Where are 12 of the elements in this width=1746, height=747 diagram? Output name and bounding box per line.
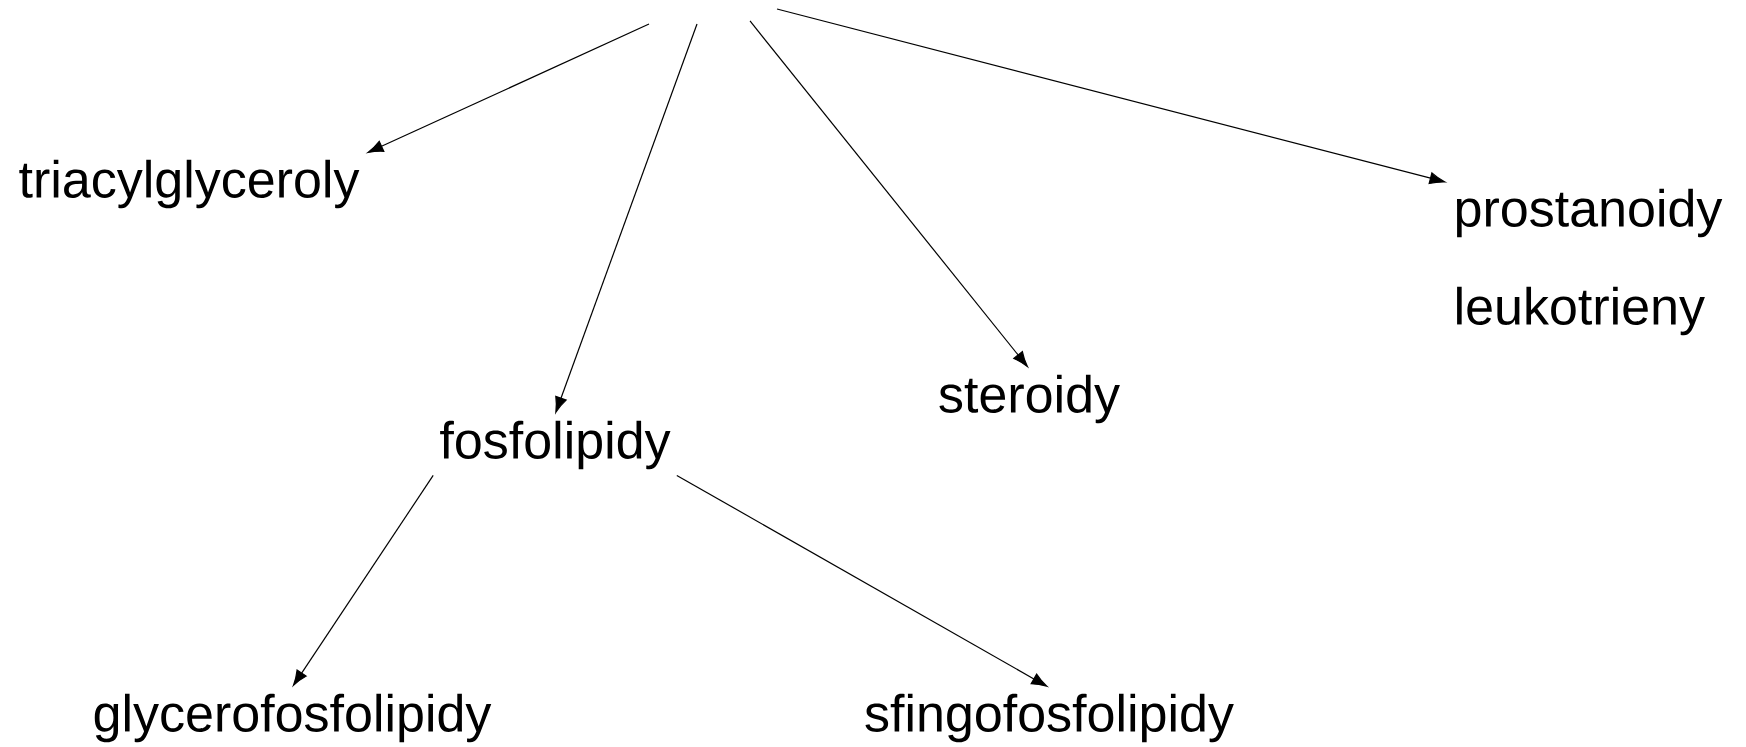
arrow — [367, 23, 650, 154]
class-label: sfingofosfolipidy — [865, 693, 1234, 743]
arrow — [292, 474, 434, 686]
class-label: triacylglyceroly — [19, 159, 360, 209]
class-label: prostanoidy leukotrieny — [1456, 188, 1723, 336]
class-label: fosfolipidy — [440, 420, 671, 470]
arrow — [676, 474, 1048, 687]
class-label: glycerofosfolipidy — [94, 693, 492, 743]
arrow — [776, 8, 1446, 185]
class-label: steroidy — [939, 374, 1120, 424]
arrow — [555, 23, 698, 413]
arrow — [749, 20, 1028, 368]
